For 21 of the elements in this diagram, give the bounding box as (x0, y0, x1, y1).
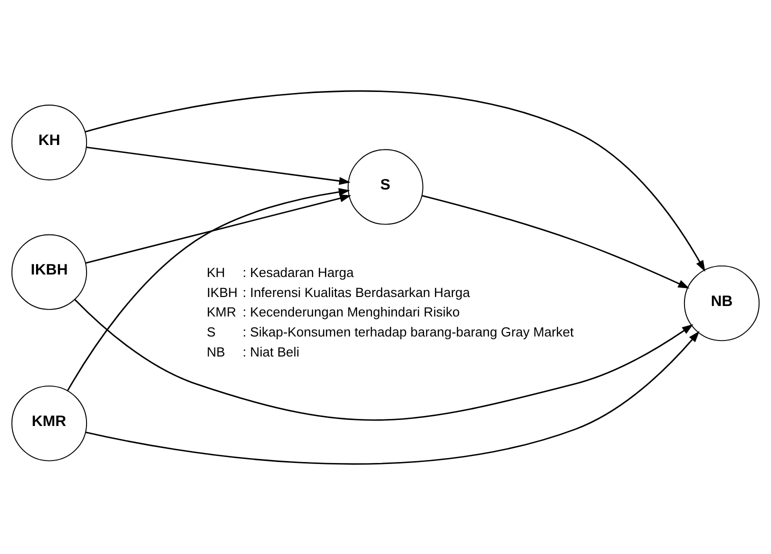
label: : Sikap-Konsumen terhadap barang-barang Gray Market (242, 324, 574, 340)
label: : Niat Beli (242, 344, 300, 359)
arrow (85, 90, 706, 272)
arrow (67, 188, 350, 390)
arrow (422, 194, 690, 288)
arrow (86, 330, 700, 464)
label: S (206, 324, 216, 340)
arrow (74, 298, 694, 420)
node-circle: KMR (11, 385, 88, 461)
node-circle: IKBH (11, 234, 88, 310)
label: : Inferensi Kualitas Berdasarkan Harga (242, 284, 470, 300)
label: KMR (206, 304, 236, 320)
arrow (85, 194, 352, 264)
label: KH (206, 264, 226, 280)
node-circle: KH (11, 104, 88, 180)
node-circle: S (348, 148, 424, 224)
label: : Kecenderungan Menghindari Risiko (242, 304, 460, 320)
label: : Kesadaran Harga (242, 264, 354, 280)
arrow (86, 146, 351, 184)
label: IKBH (206, 284, 238, 300)
label: NB (206, 344, 226, 359)
